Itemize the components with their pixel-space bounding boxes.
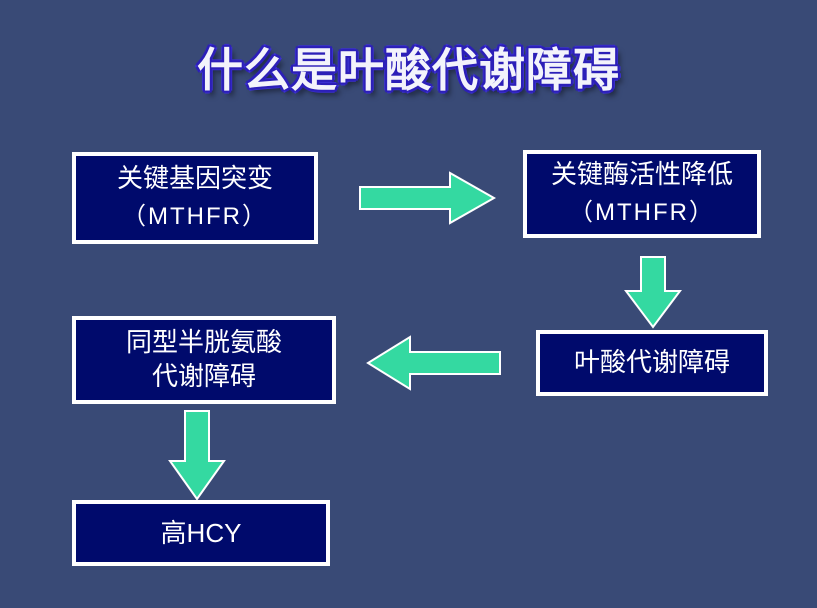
node-folate-disorder: 叶酸代谢障碍 bbox=[536, 330, 768, 396]
arrow-right-icon bbox=[359, 171, 497, 225]
arrow-down-icon bbox=[168, 410, 226, 501]
node-high-hcy: 高HCY bbox=[72, 500, 330, 566]
node-gene-mutation: 关键基因突变 （MTHFR） bbox=[72, 152, 318, 244]
arrow-down-icon bbox=[624, 256, 682, 329]
node-enzyme-activity: 关键酶活性降低 （MTHFR） bbox=[523, 150, 761, 238]
node-gene-mutation-sublabel: （MTHFR） bbox=[122, 203, 268, 230]
node-high-hcy-label: 高HCY bbox=[160, 518, 242, 548]
node-enzyme-activity-sublabel: （MTHFR） bbox=[569, 199, 715, 226]
node-enzyme-activity-label: 关键酶活性降低 bbox=[550, 160, 733, 190]
node-folate-disorder-label: 叶酸代谢障碍 bbox=[573, 348, 730, 378]
arrow-left-shape bbox=[366, 335, 501, 391]
node-homocysteine-disorder-label-2: 代谢障碍 bbox=[151, 362, 256, 392]
arrow-left-icon bbox=[366, 335, 501, 391]
node-gene-mutation-label: 关键基因突变 bbox=[116, 164, 273, 194]
node-homocysteine-disorder-label: 同型半胱氨酸 bbox=[125, 328, 282, 358]
page-title: 什么是叶酸代谢障碍 bbox=[197, 43, 620, 97]
arrow-down-shape-2 bbox=[168, 410, 226, 501]
arrow-down-shape bbox=[624, 256, 682, 329]
node-homocysteine-disorder: 同型半胱氨酸 代谢障碍 bbox=[72, 316, 336, 404]
arrow-right-shape bbox=[359, 171, 497, 225]
